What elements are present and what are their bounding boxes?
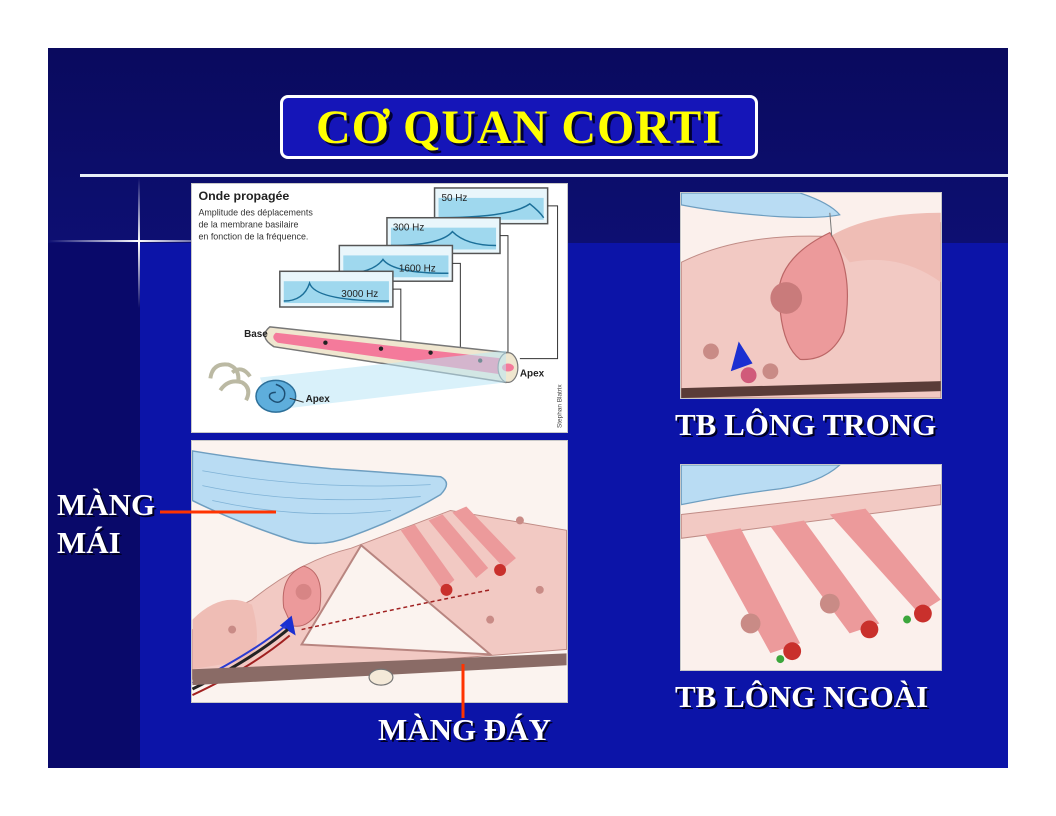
- outer-hair-cell-figure: [680, 464, 942, 671]
- outer-hair-cells-label: TB LÔNG NGOÀI: [675, 679, 929, 714]
- freq-label-3000: 3000 Hz: [341, 289, 378, 300]
- image-credit: Stephan Blatrix: [557, 384, 564, 428]
- inner-hair-cells-label: TB LÔNG TRONG: [675, 407, 937, 442]
- slide-title: CƠ QUAN CORTI: [316, 100, 722, 154]
- traveling-wave-illustration: Onde propagée Amplitude des déplacements…: [198, 187, 564, 428]
- outer-hair-cell-2: [770, 520, 880, 634]
- tectorial-membrane: [192, 450, 448, 545]
- header-divider: [80, 174, 1008, 177]
- wave-figure-heading: Onde propagée: [198, 189, 289, 203]
- outer-hair-cell-illustration: [681, 465, 941, 670]
- light-flare-vertical: [138, 178, 140, 308]
- freq-label-300: 300 Hz: [393, 223, 424, 234]
- tectorial-membrane-label-line1: MÀNG: [57, 487, 156, 522]
- organ-of-corti-figure: [191, 440, 568, 703]
- outer-hair-cell-1: [705, 528, 801, 654]
- apex-label-tube: Apex: [520, 368, 545, 379]
- freq-label-1600: 1600 Hz: [399, 263, 436, 274]
- tectorial-membrane-label-line2: MÁI: [57, 525, 121, 560]
- cochlea-drawing: [208, 350, 506, 413]
- wave-caption-line-3: en fonction de la fréquence.: [198, 232, 308, 242]
- inner-hair-cell-body: [777, 231, 848, 360]
- basilar-membrane-label: MÀNG ĐÁY: [378, 712, 552, 747]
- apex-label-cochlea: Apex: [306, 394, 331, 405]
- outer-hair-cell-3: [829, 508, 941, 614]
- inner-hair-cell-illustration: [681, 193, 941, 398]
- title-box: CƠ QUAN CORTI: [280, 95, 758, 159]
- wave-caption-line-2: de la membrane basilaire: [198, 220, 298, 230]
- wave-caption-line-1: Amplitude des déplacements: [198, 208, 313, 218]
- organ-of-corti-illustration: [192, 441, 567, 702]
- inner-hair-cell-figure: [680, 192, 942, 399]
- freq-box-300: [386, 216, 501, 255]
- slide-left-band: [48, 243, 140, 768]
- base-label: Base: [244, 329, 268, 340]
- freq-label-50: 50 Hz: [442, 193, 468, 204]
- traveling-wave-figure: Onde propagée Amplitude des déplacements…: [191, 183, 568, 433]
